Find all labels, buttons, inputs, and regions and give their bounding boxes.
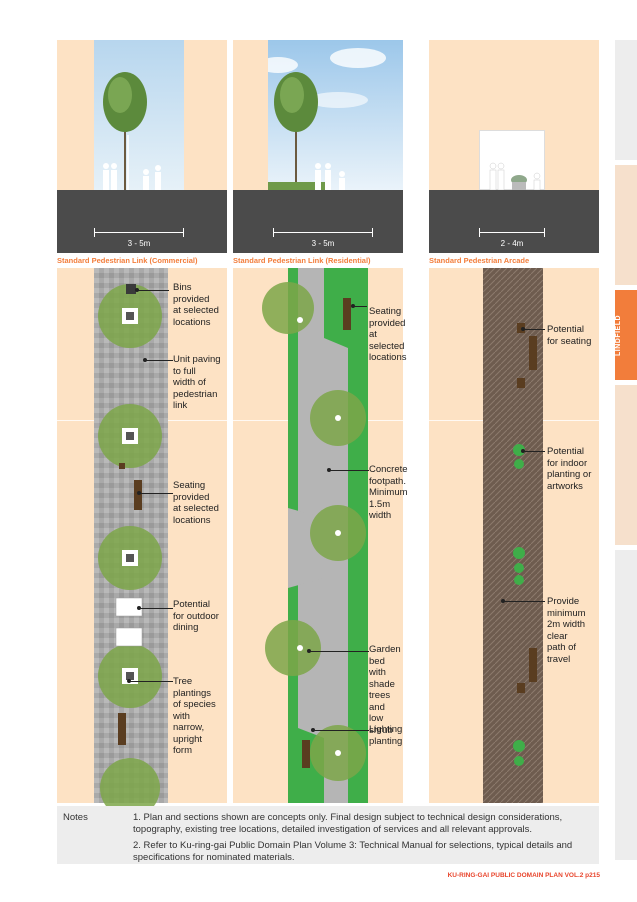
leader-line [311, 728, 369, 732]
side-tab-4 [615, 385, 637, 545]
section-title: Standard Pedestrian Link (Commercial) [57, 256, 198, 265]
leader-line [521, 327, 545, 331]
leader-line [351, 304, 367, 308]
leader-line [307, 649, 369, 653]
notes-title: Notes [63, 812, 88, 823]
section-width-label: 3 - 5m [127, 239, 151, 248]
leader-line [137, 606, 173, 610]
leader-line [143, 358, 173, 362]
leader-line [137, 491, 173, 495]
plan-arcade-paving [483, 268, 543, 803]
road [57, 190, 227, 253]
plan-garden [262, 268, 368, 803]
side-tab-5 [615, 550, 637, 860]
section-arcade: 2 - 4m [429, 40, 599, 253]
note-item: 1. Plan and sections shown are concepts … [133, 812, 563, 835]
dimension-line [273, 228, 373, 237]
dimension-line [479, 228, 545, 237]
section-width-label: 3 - 5m [311, 239, 335, 248]
leader-line [327, 468, 369, 472]
clouds [258, 48, 386, 108]
plan-label: Lighting [369, 724, 403, 735]
road [429, 190, 599, 253]
section-title: Standard Pedestrian Arcade [429, 256, 530, 265]
people-and-planter [489, 162, 541, 191]
section-title: Standard Pedestrian Link (Residential) [233, 256, 371, 265]
note-item: 2. Refer to Ku-ring-gai Public Domain Pl… [133, 840, 573, 863]
leader-line [127, 679, 173, 683]
section-width-label: 2 - 4m [500, 239, 524, 248]
section-residential: 3 - 5m [233, 40, 403, 253]
side-tab-2 [615, 165, 637, 285]
road [233, 190, 403, 253]
leader-line [501, 599, 545, 603]
page-footer: KU-RING-GAI PUBLIC DOMAIN PLAN VOL.2 p21… [447, 872, 600, 879]
leader-line [521, 449, 545, 453]
leader-line [135, 288, 169, 292]
tree-and-people [268, 72, 345, 190]
side-tab-lindfield[interactable]: LINDFIELD [615, 290, 637, 380]
tree-and-people [103, 72, 161, 190]
notes-box: Notes 1. Plan and sections shown are con… [57, 806, 599, 864]
building-left [258, 40, 268, 190]
section-commercial: 3 - 5m [57, 40, 227, 253]
side-tab-label: LINDFIELD [615, 314, 622, 356]
dimension-line [94, 228, 184, 237]
plan-paving [94, 268, 168, 818]
side-tab-1 [615, 40, 637, 160]
